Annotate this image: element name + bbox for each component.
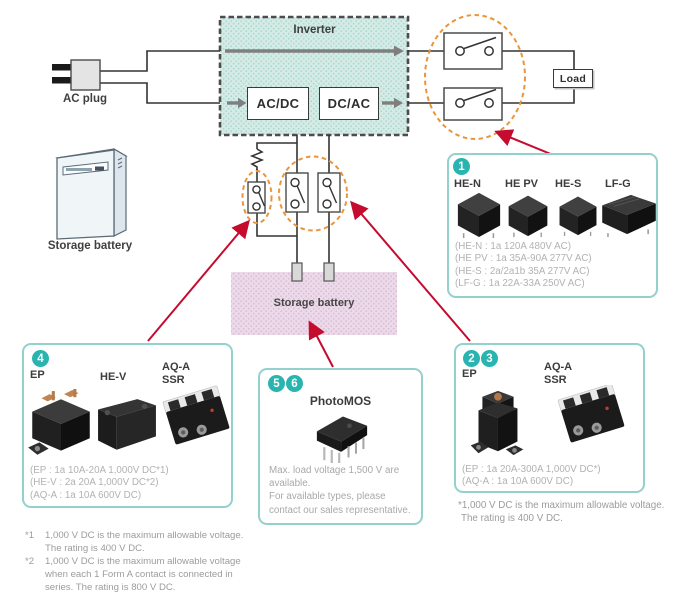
- red-arrow-panel23: [350, 200, 471, 342]
- power-flow-arrows: [225, 45, 404, 109]
- circled-number-4: 4: [32, 350, 49, 367]
- relay-name: HE-V: [100, 371, 127, 383]
- circled-number-5: 5: [268, 375, 285, 392]
- relay-specs: (EP : 1a 20A-300A 1,000V DC*) (AQ-A : 1a…: [462, 464, 601, 488]
- storage-battery-unit-icon: [55, 147, 128, 240]
- relay-name: HE PV: [505, 178, 539, 190]
- relay-photo-he-n: [455, 189, 503, 239]
- resistor-symbol: [249, 148, 265, 170]
- panel-2-3-footnote: *1,000 V DC is the maximum allowable vol…: [458, 500, 665, 524]
- relay-photo-lf-g: [600, 193, 658, 237]
- storage-battery-unit-label: Storage battery: [47, 240, 133, 252]
- dcac-converter-box: DC/AC: [319, 87, 379, 120]
- relay-photo-he-v: [96, 395, 158, 455]
- relay-name: AQ-A SSR: [544, 361, 573, 386]
- panel-1: 1 HE-N HE PV HE-S LF-G (HE-N : 1a 120A 4…: [447, 153, 658, 298]
- battery-terminal-right: [323, 262, 335, 282]
- relay-name: HE-N: [454, 178, 481, 190]
- panel-5-6: 5 6 PhotoMOS Max. load voltage 1,500 V a…: [258, 368, 423, 525]
- ac-plug-label: AC plug: [62, 93, 108, 105]
- photomos-chip: [309, 409, 375, 463]
- footnote-1: *1 1,000 V DC is the maximum allowable v…: [25, 530, 244, 554]
- red-arrow-panel1: [494, 129, 559, 158]
- acdc-converter-box: AC/DC: [247, 87, 309, 120]
- relay-photo-he-s: [557, 191, 599, 239]
- relay-name: AQ-A SSR: [162, 361, 191, 386]
- footnote-2: *2 1,000 V DC is the maximum allowable v…: [25, 556, 241, 593]
- load-box: Load: [553, 69, 593, 88]
- relay-name: EP: [462, 368, 477, 380]
- relay-photo-ep: [28, 389, 94, 465]
- relay-photo-ep: [468, 387, 526, 461]
- relay-contact-main-1: [285, 172, 309, 213]
- highlight-ellipse-precharge-relay: [241, 170, 273, 224]
- relay-contact-precharge: [247, 181, 266, 214]
- highlight-ellipse-main-relays: [278, 155, 348, 232]
- relay-photo-aq-a-ssr: [158, 385, 234, 457]
- red-arrow-panel4: [147, 219, 250, 342]
- relay-photo-he-pv: [506, 191, 550, 239]
- relay-name: HE-S: [555, 178, 582, 190]
- relay-specs: (EP : 1a 10A-20A 1,000V DC*1) (HE-V : 2a…: [30, 465, 169, 501]
- highlight-ellipse-load-relays: [424, 14, 526, 140]
- relay-contact-load-top: [443, 32, 503, 70]
- ac-plug-icon: [52, 59, 101, 91]
- circled-number-1: 1: [453, 158, 470, 175]
- relay-name: EP: [30, 369, 45, 381]
- panel-2-3: 2 3 EP AQ-A SSR (EP : 1a 20A-300A 1,000V…: [454, 343, 645, 493]
- relay-name: LF-G: [605, 178, 631, 190]
- relay-contact-main-2: [317, 172, 341, 213]
- circled-number-6: 6: [286, 375, 303, 392]
- circled-number-2: 2: [463, 350, 480, 367]
- red-arrow-panel56: [308, 320, 334, 368]
- inverter-label: Inverter: [293, 24, 336, 36]
- footnotes: *1 1,000 V DC is the maximum allowable v…: [25, 529, 243, 594]
- storage-battery-zone-label: Storage battery: [273, 297, 355, 309]
- wire-lines: [100, 50, 575, 266]
- circled-number-3: 3: [481, 350, 498, 367]
- photomos-text: Max. load voltage 1,500 V are available.…: [269, 465, 411, 516]
- panel-4: 4 EP HE-V AQ-A SSR (EP : 1a 10A-20A 1,00…: [22, 343, 233, 508]
- photomos-title: PhotoMOS: [309, 394, 372, 408]
- relay-specs: (HE-N : 1a 120A 480V AC) (HE PV : 1a 35A…: [455, 241, 592, 289]
- battery-terminal-left: [291, 262, 303, 282]
- relay-contact-load-bottom: [443, 87, 503, 121]
- relay-photo-aq-a-ssr: [552, 385, 630, 453]
